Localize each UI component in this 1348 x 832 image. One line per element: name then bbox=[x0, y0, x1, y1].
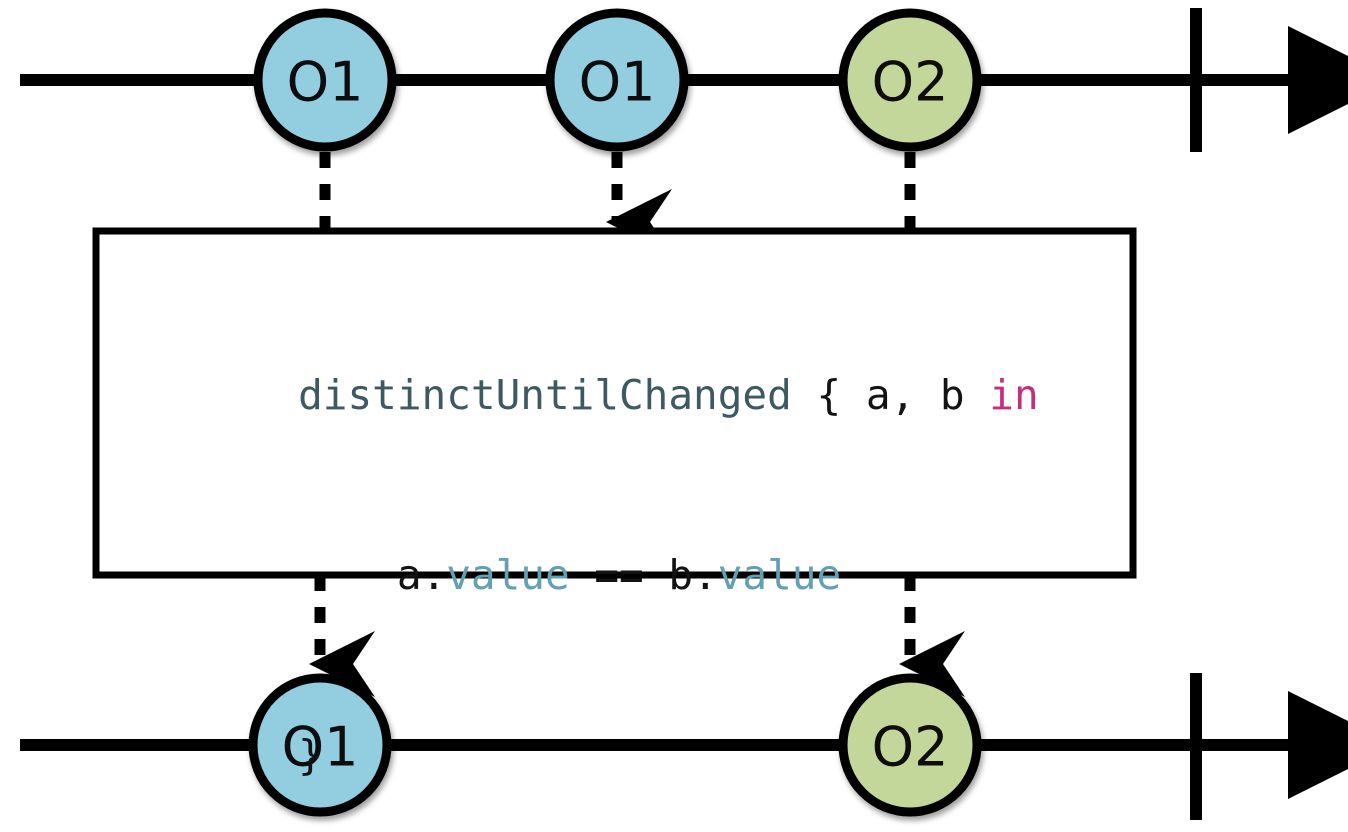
code-token-closing-brace: } bbox=[298, 731, 323, 779]
marble-label: O1 bbox=[579, 51, 656, 114]
code-token-params: { a, b bbox=[791, 371, 990, 419]
code-line-1: distinctUntilChanged { a, b in bbox=[150, 305, 1110, 485]
code-token-function: distinctUntilChanged bbox=[298, 371, 792, 419]
marble-circle bbox=[838, 673, 982, 817]
code-token-keyword-in: in bbox=[989, 371, 1039, 419]
marble-circle bbox=[838, 8, 982, 152]
marble-label: O1 bbox=[282, 716, 359, 779]
code-token-a-dot: a. bbox=[298, 551, 447, 599]
marble-label: O2 bbox=[872, 716, 949, 779]
output-marble-2[interactable]: O2 bbox=[838, 673, 982, 817]
operator-code-block: distinctUntilChanged { a, b in a.value =… bbox=[150, 305, 1110, 832]
input-marble-1[interactable]: O1 bbox=[253, 8, 397, 152]
code-token-value-b: value bbox=[717, 551, 842, 599]
output-marble-1[interactable]: O1 bbox=[248, 673, 392, 817]
marble-circle bbox=[248, 673, 392, 817]
marble-label: O1 bbox=[287, 51, 364, 114]
input-marble-2[interactable]: O1 bbox=[545, 8, 689, 152]
marble-circle bbox=[253, 8, 397, 152]
code-token-equality: == b. bbox=[569, 551, 718, 599]
code-token-value-a: value bbox=[446, 551, 570, 599]
output-timeline bbox=[20, 673, 1348, 820]
input-marble-3[interactable]: O2 bbox=[838, 8, 982, 152]
code-line-2: a.value == b.value bbox=[150, 485, 1110, 665]
code-line-3: } bbox=[150, 665, 1110, 832]
marble-label: O2 bbox=[872, 51, 949, 114]
operator-box bbox=[92, 227, 1137, 579]
marble-circle bbox=[545, 8, 689, 152]
